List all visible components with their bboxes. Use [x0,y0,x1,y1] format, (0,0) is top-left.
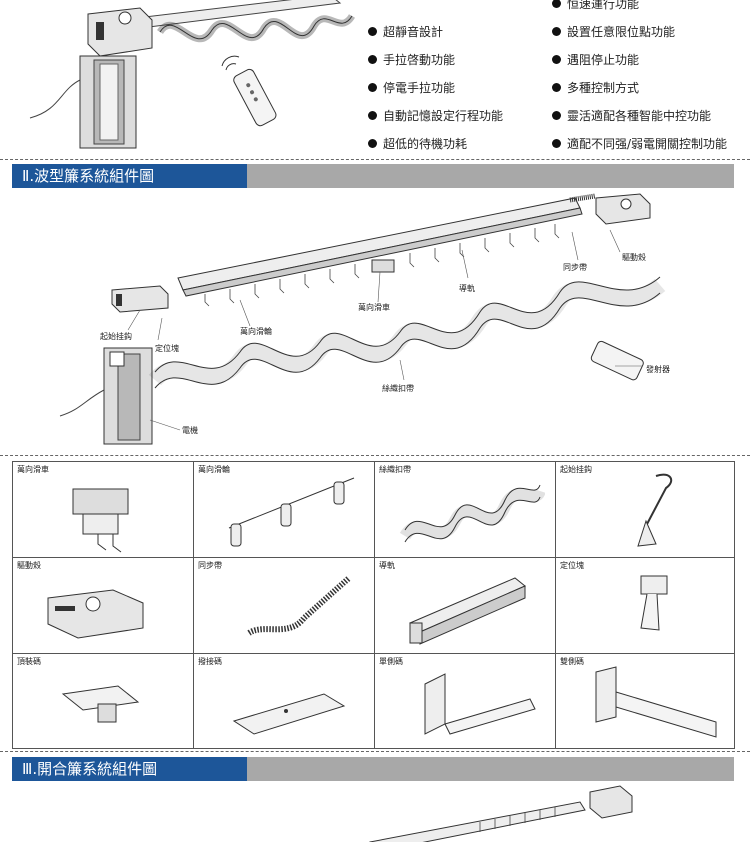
part-cell: 絲織扣帶 [375,462,556,558]
part-label: 導軌 [379,561,395,570]
feature-item: 遇阻停止功能 [552,51,639,68]
label-start-hook: 起始挂鈎 [100,332,132,341]
divider [0,751,750,752]
part-cell: 撥接碼 [194,654,375,748]
part-label: 撥接碼 [198,657,222,666]
part-label: 同步帶 [198,561,222,570]
label-universal-car: 萬向滑車 [358,303,390,312]
label-universal-wheel: 萬向滑輪 [240,327,272,336]
part-label: 驅動殼 [17,561,41,570]
feature-item: 恒速運行功能 [552,0,639,12]
part-label: 萬向滑輪 [198,465,230,474]
part-cell: 起始挂鈎 [556,462,734,558]
part-cell: 頂裝碼 [13,654,194,748]
section-title: Ⅱ.波型簾系統組件圖 [12,164,247,188]
label-sync-belt: 同步帶 [563,263,587,272]
feature-item: 停電手拉功能 [368,79,455,96]
feature-item: 手拉啓動功能 [368,51,455,68]
part-cell: 萬向滑輪 [194,462,375,558]
feature-item: 靈活適配各種智能中控功能 [552,107,711,124]
part-label: 定位塊 [560,561,584,570]
divider [0,159,750,160]
label-track: 導軌 [459,284,475,293]
section-title: Ⅲ.開合簾系統組件圖 [12,757,247,781]
part-cell: 定位塊 [556,558,734,654]
part-cell: 雙側碼 [556,654,734,748]
label-tape: 絲織扣帶 [382,384,414,393]
part-cell: 導軌 [375,558,556,654]
feature-item: 超低的待機功耗 [368,135,467,152]
feature-item: 超靜音設計 [368,23,443,40]
feature-item: 自動記憶設定行程功能 [368,107,503,124]
part-label: 起始挂鈎 [560,465,592,474]
section-banner: Ⅲ.開合簾系統組件圖 [12,757,734,781]
divider [0,455,750,456]
part-label: 萬向滑車 [17,465,49,474]
section-banner: Ⅱ.波型簾系統組件圖 [12,164,734,188]
parts-grid: 萬向滑車 萬向滑輪 絲織扣帶 起始挂鈎 驅動殼 同步帶 導軌 定位塊 頂裝碼 撥… [12,461,735,749]
part-cell: 同步帶 [194,558,375,654]
part-cell: 驅動殼 [13,558,194,654]
part-label: 絲織扣帶 [379,465,411,474]
part-label: 雙側碼 [560,657,584,666]
feature-item: 適配不同强/弱電開關控制功能 [552,135,727,152]
feature-item: 設置任意限位點功能 [552,23,675,40]
feature-item: 多種控制方式 [552,79,639,96]
label-drive-box: 驅動殼 [622,253,646,262]
part-cell: 萬向滑車 [13,462,194,558]
label-emitter: 發射器 [646,365,670,374]
part-label: 頂裝碼 [17,657,41,666]
label-motor: 電機 [182,426,198,435]
part-cell: 單側碼 [375,654,556,748]
label-stopper: 定位塊 [155,344,179,353]
part-label: 單側碼 [379,657,403,666]
